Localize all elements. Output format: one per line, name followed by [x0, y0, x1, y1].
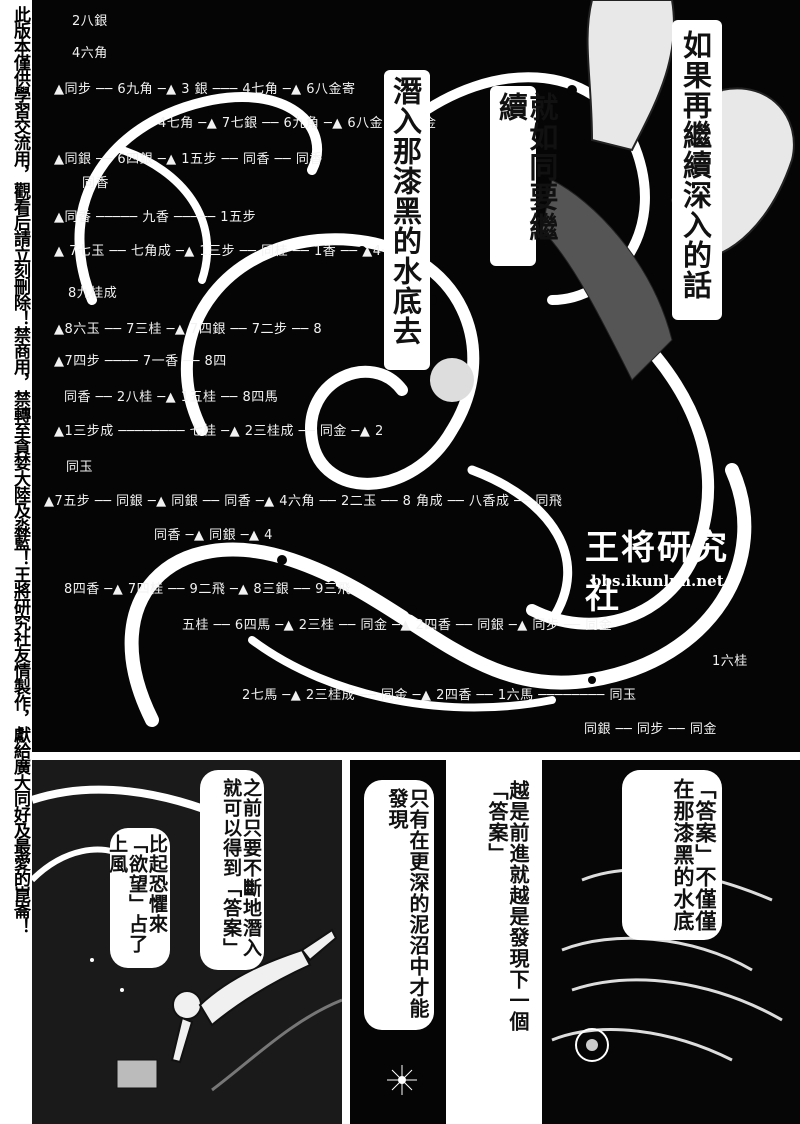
caption-text: 比起恐懼來「欲望」占了上風 [106, 834, 168, 954]
kifu-line: 同玉 [66, 460, 94, 475]
caption-bubble-middle: 只有在更深的泥沼中才能發現 [364, 780, 434, 1030]
kifu-line: ▲同步 ── 6九角 ─▲ 3 銀 ─── 4七角 ─▲ 6八金寄 [54, 82, 356, 97]
caption-bubble-3: 潛入那漆黑的水底去 [384, 70, 430, 370]
kifu-line: 同香 [82, 176, 110, 191]
kifu-line: 同香 ─▲ 同銀 ─▲ 4 [154, 528, 273, 543]
caption-bubble-2: 就如同要繼續 [490, 86, 559, 266]
kifu-line: 8四香 ─▲ 7四桂 ── 9二飛 ─▲ 8三銀 ── 9三飛 [64, 582, 351, 597]
kifu-line: ▲7五步 ── 同銀 ─▲ 同銀 ── 同香 ─▲ 4六角 ── 2二玉 ── … [44, 494, 563, 509]
kifu-line: ▲8六玉 ── 7三桂 ─▲ 7四銀 ── 7二步 ── 8 [54, 322, 323, 337]
caption-text: 潛入那漆黑的水底去 [388, 76, 423, 346]
panel-left-art [32, 785, 342, 1092]
caption-text: 「答案」不僅僅在那漆黑的水底 [670, 778, 717, 932]
caption-text: 之前只要不斷地潛入就可以得到「答案」 [220, 778, 262, 958]
caption-text: 越是前進就越是發現下一個「答案」 [485, 780, 530, 1032]
kifu-line: ▲1三步成 ──────── 七桂 ─▲ 2三桂成 ── 同金 ─▲ 2 [54, 424, 384, 439]
side-notice-strip: 此版本僅供學習交流用，觀看后請立刻刪除！禁商用，禁轉至貪婪大陸及淼藍！王將研究社… [0, 0, 30, 1124]
kifu-line: 4六角 [72, 46, 108, 61]
top-panel: 2八銀 4六角 ▲同步 ── 6九角 ─▲ 3 銀 ─── 4七角 ─▲ 6八金… [32, 0, 800, 752]
watermark-logo: 王将研究社 [585, 528, 729, 617]
kifu-line: ▲7四步 ──── 7一香 ── 8四 [54, 354, 227, 369]
kifu-line: 8九桂成 [68, 286, 118, 301]
kifu-line: 五桂 ── 6四馬 ─▲ 2三桂 ── 同金 ─▲ 2四香 ── 同銀 ─▲ 同… [182, 618, 613, 633]
watermark: 王将研究社 bbs.ikunlun.net [585, 520, 735, 617]
kifu-line: ▲同銀 ── 6四銀 ─▲ 1五步 ── 同香 ── 同香 [54, 152, 323, 167]
kifu-line: 同香 ── 2八桂 ─▲ 1五桂 ── 8四馬 [64, 390, 279, 405]
caption-bubble-left-2: 比起恐懼來「欲望」占了上風 [106, 828, 170, 968]
kifu-line: ▲ 7七玉 ── 七角成 ─▲ 1三步 ── 同桂 ── 1香 ── ▲4一角 [54, 244, 409, 259]
kifu-line: 同銀 ── 同步 ── 同金 [584, 722, 717, 737]
caption-bubble-right-1: 越是前進就越是發現下一個「答案」 [468, 774, 532, 1064]
panel-right: 越是前進就越是發現下一個「答案」 「答案」不僅僅在那漆黑的水底 [452, 760, 800, 1124]
side-notice-text: 此版本僅供學習交流用，觀看后請立刻刪除！禁商用，禁轉至貪婪大陸及淼藍！王將研究社… [10, 6, 30, 934]
caption-bubble-right-2: 「答案」不僅僅在那漆黑的水底 [622, 770, 722, 940]
panel-middle: 只有在更深的泥沼中才能發現 [350, 760, 446, 1124]
caption-text: 就如同要繼續 [494, 92, 559, 242]
kifu-line: 4七角 ─▲ 7七銀 ── 6九角 ─▲ 6八金 ─ 7七金 [158, 116, 437, 131]
caption-text: 如果再繼續深入的話 [678, 30, 713, 300]
caption-text: 只有在更深的泥沼中才能發現 [385, 788, 430, 1019]
kifu-line: 2七馬 ─▲ 2三桂成 ── 同金 ─▲ 2四香 ── 1六馬 ────────… [242, 688, 637, 703]
kifu-line: 2八銀 [72, 14, 108, 29]
kifu-line: ▲同香 ───── 九香 ───── 1五步 [54, 210, 257, 225]
watermark-url: bbs.ikunlun.net [591, 572, 724, 590]
caption-bubble-1: 如果再繼續深入的話 [672, 20, 722, 320]
panel-left: 之前只要不斷地潛入就可以得到「答案」 比起恐懼來「欲望」占了上風 [32, 760, 342, 1124]
caption-bubble-left-1: 之前只要不斷地潛入就可以得到「答案」 [200, 770, 264, 970]
kifu-line: 1六桂 [712, 654, 748, 669]
